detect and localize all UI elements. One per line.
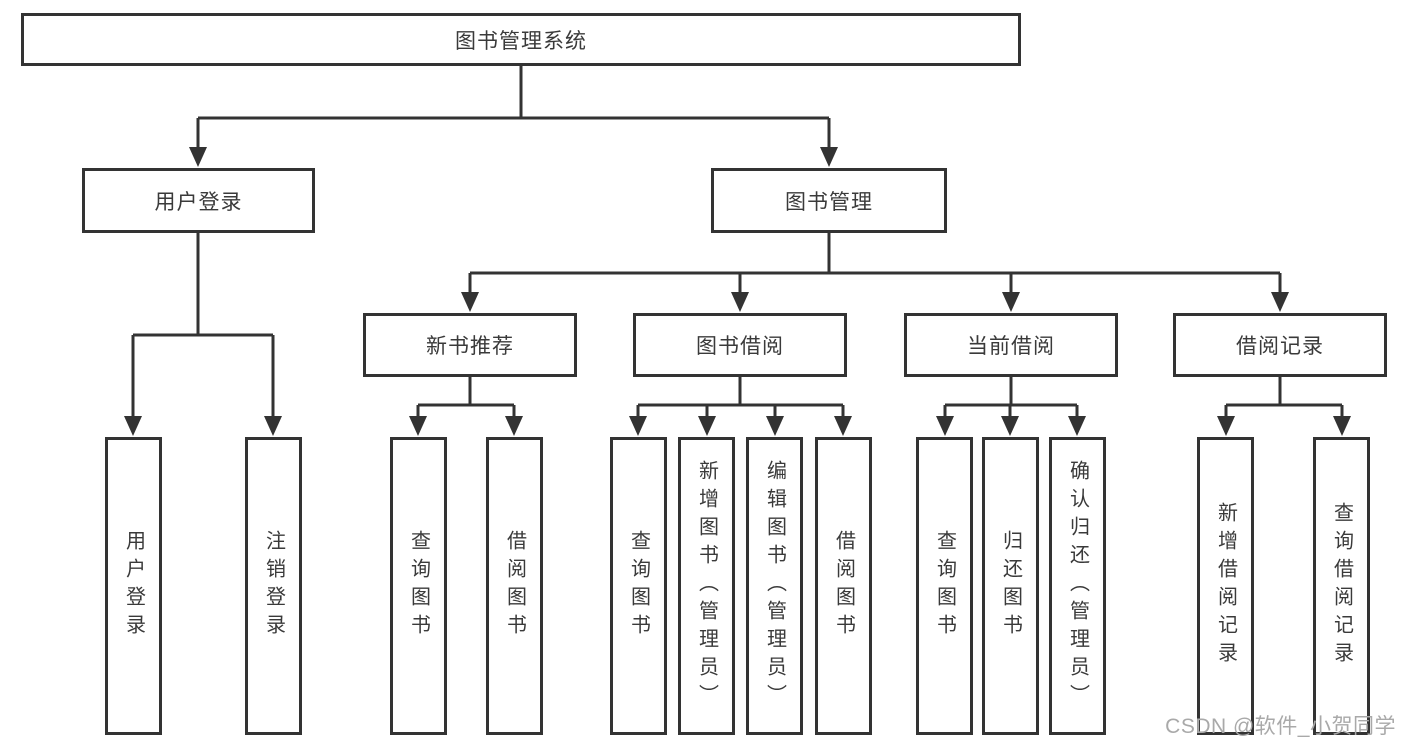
arrowhead-icon xyxy=(834,416,852,436)
arrowhead-icon xyxy=(1002,292,1020,312)
node-book-management: 图书管理 xyxy=(711,168,947,233)
arrowhead-icon xyxy=(1271,292,1289,312)
arrowhead-icon xyxy=(1001,416,1019,436)
node-borrow-records: 借阅记录 xyxy=(1173,313,1387,377)
leaf-records-query-record: 查询借阅记录 xyxy=(1313,437,1370,735)
node-root-system: 图书管理系统 xyxy=(21,13,1021,66)
leaf-logout: 注销登录 xyxy=(245,437,302,735)
arrowhead-icon xyxy=(731,292,749,312)
leaf-borrow-query-books: 查询图书 xyxy=(610,437,667,735)
arrowhead-icon xyxy=(820,147,838,167)
arrowhead-icon xyxy=(505,416,523,436)
arrowhead-icon xyxy=(264,416,282,436)
node-book-borrow: 图书借阅 xyxy=(633,313,847,377)
connector-arrowheads xyxy=(124,147,1351,436)
arrowhead-icon xyxy=(629,416,647,436)
leaf-records-add-record: 新增借阅记录 xyxy=(1197,437,1254,735)
csdn-watermark: CSDN @软件_小贺同学 xyxy=(1165,715,1396,738)
leaf-borrow-edit-books-admin: 编辑图书（管理员） xyxy=(746,437,803,735)
arrowhead-icon xyxy=(461,292,479,312)
leaf-borrow-add-books-admin: 新增图书（管理员） xyxy=(678,437,735,735)
arrowhead-icon xyxy=(1333,416,1351,436)
leaf-recommend-query-books: 查询图书 xyxy=(390,437,447,735)
leaf-user-login: 用户登录 xyxy=(105,437,162,735)
arrowhead-icon xyxy=(409,416,427,436)
node-current-borrow: 当前借阅 xyxy=(904,313,1118,377)
leaf-current-query-books: 查询图书 xyxy=(916,437,973,735)
leaf-borrow-borrow-books: 借阅图书 xyxy=(815,437,872,735)
arrowhead-icon xyxy=(936,416,954,436)
leaf-current-confirm-return-admin: 确认归还（管理员） xyxy=(1049,437,1106,735)
arrowhead-icon xyxy=(1217,416,1235,436)
leaf-current-return-books: 归还图书 xyxy=(982,437,1039,735)
arrowhead-icon xyxy=(189,147,207,167)
leaf-recommend-borrow-books: 借阅图书 xyxy=(486,437,543,735)
node-new-book-recommend: 新书推荐 xyxy=(363,313,577,377)
arrowhead-icon xyxy=(124,416,142,436)
arrowhead-icon xyxy=(698,416,716,436)
arrowhead-icon xyxy=(1068,416,1086,436)
arrowhead-icon xyxy=(766,416,784,436)
node-user-login: 用户登录 xyxy=(82,168,315,233)
